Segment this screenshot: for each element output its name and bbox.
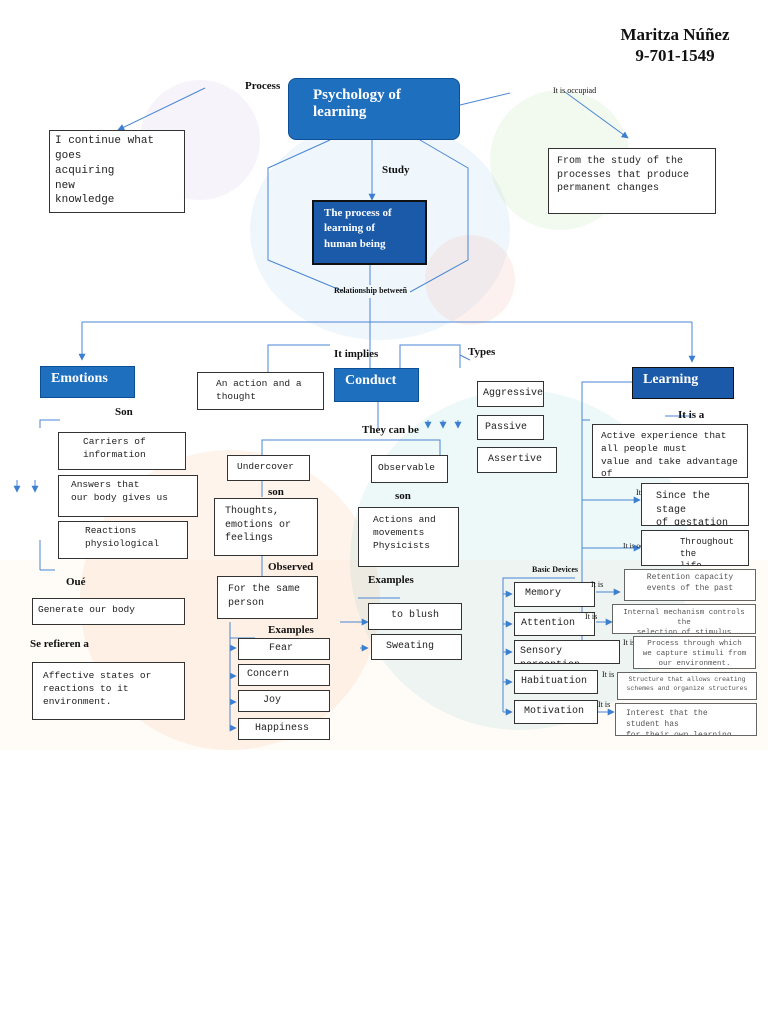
label-examples-observable: Examples [368, 574, 414, 586]
label-it-is-a: It is a [678, 409, 705, 421]
example-happiness: Happiness [238, 718, 330, 740]
label-they-can-be: They can be [362, 424, 419, 436]
emotion-generate: Generate our body [32, 598, 185, 625]
conduct-thoughts: Thoughts, emotions or feelings [214, 498, 318, 556]
process-node: I continue what goes acquiring new knowl… [49, 130, 185, 213]
emotion-answers: Answers that our body gives us [58, 475, 198, 517]
conduct-action: An action and a thought [197, 372, 324, 410]
label-implies: It implies [334, 348, 379, 360]
device-habituation: Habituation [514, 670, 598, 694]
emotion-affective: Affective states or reactions to it envi… [32, 662, 185, 720]
label-types: Types [468, 346, 496, 358]
label-process: Process [245, 80, 281, 92]
device-habituation-desc: Structure that allows creating schemes a… [617, 672, 757, 700]
conduct-observable: Observable [371, 455, 448, 483]
conduct-undercover: Undercover [227, 455, 310, 481]
label-it-is-memory: It is [591, 580, 604, 589]
learning-gestation: Since the stage of gestation [641, 483, 749, 526]
label-son-undercover: son [268, 486, 284, 498]
conduct-header: Conduct [334, 368, 419, 402]
conduct-blush: to blush [368, 603, 462, 630]
learning-header: Learning [632, 367, 734, 399]
learning-active: Active experience that all people must v… [592, 424, 748, 478]
author-name: Maritza Núñez [620, 25, 730, 44]
label-it-is-sensory: It is [623, 638, 636, 647]
device-motivation: Motivation [514, 700, 598, 724]
emotion-reactions: Reactions physiological [58, 521, 188, 559]
label-occupied: It is occupiad [553, 86, 597, 95]
occupied-node: From the study of the processes that pro… [548, 148, 716, 214]
author-block: Maritza Núñez 9-701-1549 [610, 24, 740, 67]
label-it-is-habituation: It is [602, 670, 615, 679]
label-it-is-motivation: It is [598, 700, 611, 709]
author-id: 9-701-1549 [635, 46, 715, 66]
type-aggressive: Aggressive [477, 381, 544, 407]
label-que: Oué [66, 576, 86, 588]
label-basic-devices: Basic Devices [532, 565, 578, 574]
label-se-refieren: Se refieren a [30, 638, 89, 650]
learning-life: Throughout the life [641, 530, 749, 566]
label-it-is-attention: It is [585, 612, 598, 621]
label-relationship: Relationship betweeñ [334, 286, 408, 295]
type-passive: Passive [477, 415, 544, 440]
device-memory-desc: Retention capacity events of the past [624, 569, 756, 601]
label-study: Study [382, 164, 410, 176]
example-joy: Joy [238, 690, 330, 712]
device-memory: Memory [514, 582, 595, 607]
example-fear: Fear [238, 638, 330, 660]
root-node: Psychology of learning [288, 78, 460, 140]
label-observed: Observed [268, 561, 314, 573]
device-attention: Attention [514, 612, 595, 636]
study-node: The process of learning of human being [312, 200, 427, 265]
device-motivation-desc: Interest that the student has for their … [615, 703, 757, 736]
label-son-observable: son [395, 490, 411, 502]
label-son-emotions: Son [115, 406, 133, 418]
label-examples-undercover: Examples [268, 624, 314, 636]
type-assertive: Assertive [477, 447, 557, 473]
emotions-header: Emotions [40, 366, 135, 398]
device-sensory: Sensory perception [514, 640, 620, 664]
device-sensory-desc: Process through which we capture stimuli… [633, 636, 756, 669]
conduct-sweating: Sweating [371, 634, 462, 660]
device-attention-desc: Internal mechanism controls the selectio… [612, 604, 756, 634]
emotion-carriers: Carriers of information [58, 432, 186, 470]
conduct-same-person: For the same person [217, 576, 318, 619]
conduct-actions: Actions and movements Physicists [358, 507, 459, 567]
example-concern: Concern [238, 664, 330, 686]
